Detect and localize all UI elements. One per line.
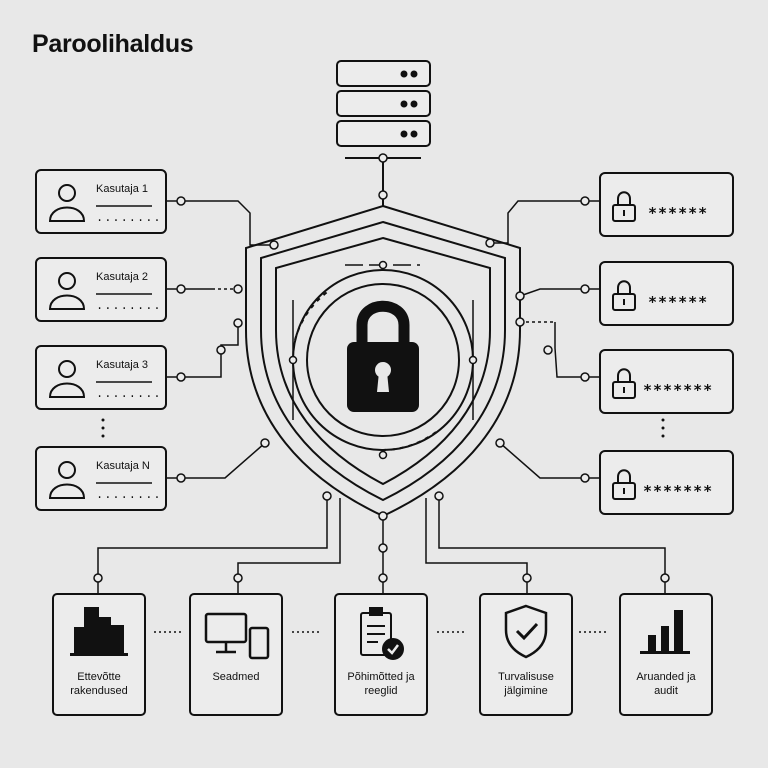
password-box-3: ******* — [599, 349, 734, 414]
user-icon — [48, 461, 86, 499]
password-mask: ****** — [648, 204, 708, 222]
bottom-label-line1: Ettevõtte — [77, 671, 120, 683]
password-mask: ******* — [643, 482, 713, 500]
password-mask: ****** — [648, 293, 708, 311]
user-hint: ........ — [96, 387, 162, 401]
clipboard-check-icon — [360, 607, 404, 660]
shield-check-icon — [504, 604, 548, 659]
bottom-label-line1: Põhimõtted ja — [347, 671, 415, 683]
bar-chart-icon — [640, 610, 690, 654]
padlock-icon — [612, 368, 636, 399]
bottom-box-1: Ettevõtte rakendused — [52, 593, 146, 716]
bottom-dotted-4 — [579, 631, 606, 633]
user-ellipsis — [101, 418, 105, 438]
password-box-2: ****** — [599, 261, 734, 326]
user-hint: ........ — [96, 299, 162, 313]
user-label: Kasutaja 3 — [96, 359, 148, 371]
page-title: Paroolihaldus — [32, 30, 194, 58]
building-icon — [70, 607, 128, 656]
user-box-n: Kasutaja N ........ — [35, 446, 167, 511]
bottom-label-line1: Turvalisuse — [498, 671, 554, 683]
bottom-box-5: Aruanded ja audit — [619, 593, 713, 716]
user-hint: ........ — [96, 211, 162, 225]
user-label: Kasutaja N — [96, 460, 150, 472]
connector-nodes — [93, 153, 670, 583]
bottom-label-line1: Aruanded ja — [636, 671, 696, 683]
server-icon — [336, 60, 431, 147]
bottom-dotted-1 — [154, 631, 181, 633]
padlock-icon — [612, 469, 636, 500]
user-box-1: Kasutaja 1 ........ — [35, 169, 167, 234]
padlock-icon — [612, 191, 636, 222]
password-box-1: ****** — [599, 172, 734, 237]
password-ellipsis — [661, 418, 665, 438]
password-box-n: ******* — [599, 450, 734, 515]
user-box-2: Kasutaja 2 ........ — [35, 257, 167, 322]
bottom-label-line2: reeglid — [364, 685, 397, 697]
bottom-dotted-3 — [437, 631, 464, 633]
lock-icon — [347, 300, 419, 412]
user-hint: ........ — [96, 488, 162, 502]
user-icon — [48, 184, 86, 222]
bottom-box-3: Põhimõtted ja reeglid — [334, 593, 428, 716]
password-mask: ******* — [643, 381, 713, 399]
bottom-box-4: Turvalisuse jälgimine — [479, 593, 573, 716]
bottom-dotted-2 — [292, 631, 319, 633]
bottom-label-line1: Seadmed — [212, 671, 259, 683]
user-label: Kasutaja 2 — [96, 271, 148, 283]
bottom-label-line2: jälgimine — [503, 685, 547, 697]
padlock-icon — [612, 280, 636, 311]
bottom-label-line2: rakendused — [70, 685, 128, 697]
user-icon — [48, 272, 86, 310]
user-box-3: Kasutaja 3 ........ — [35, 345, 167, 410]
devices-icon — [204, 612, 270, 660]
user-label: Kasutaja 1 — [96, 183, 148, 195]
bottom-box-2: Seadmed — [189, 593, 283, 716]
user-icon — [48, 360, 86, 398]
bottom-label-line2: audit — [654, 685, 678, 697]
